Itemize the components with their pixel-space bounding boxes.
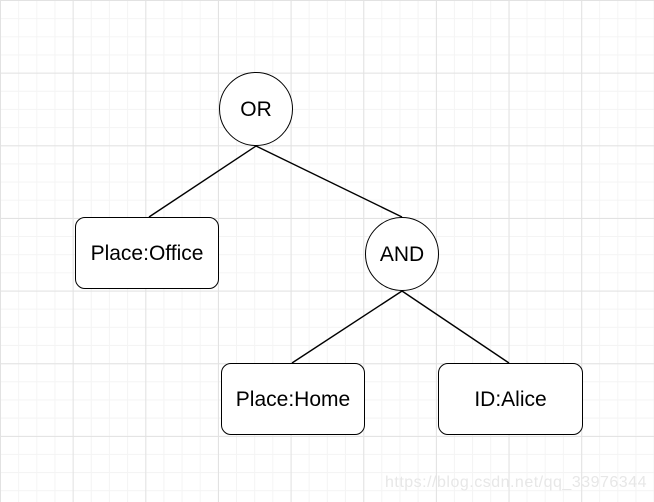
node-place-office-label: Place:Office [90,241,204,265]
node-and-label: AND [379,242,425,266]
node-place-home[interactable]: Place:Home [221,363,365,435]
edge-and-to-place-home[interactable] [291,290,403,364]
node-or-label: OR [240,97,272,121]
edge-or-to-place-office[interactable] [148,145,257,218]
node-and[interactable]: AND [365,217,439,291]
watermark: https://blog.csdn.net/qq_33976344 [384,474,647,491]
node-or[interactable]: OR [219,72,293,146]
edge-and-to-id-alice[interactable] [401,290,510,364]
node-place-home-label: Place:Home [235,387,351,411]
node-place-office[interactable]: Place:Office [75,217,219,289]
edge-or-to-and[interactable] [255,145,403,218]
node-id-alice-label: ID:Alice [474,387,547,411]
node-id-alice[interactable]: ID:Alice [438,363,583,435]
